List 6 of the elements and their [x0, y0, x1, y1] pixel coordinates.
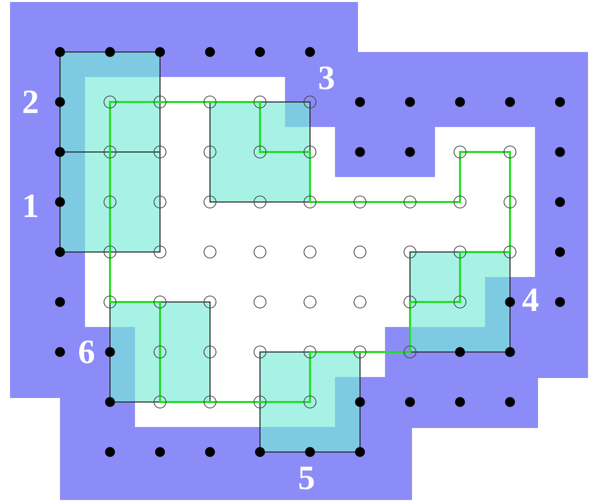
callout-number: 5: [298, 462, 315, 496]
callout-number: 2: [22, 86, 39, 120]
callout-number: 4: [522, 284, 539, 318]
callout-number: 3: [318, 62, 335, 96]
callout-number: 6: [78, 336, 95, 370]
callout-number: 1: [22, 190, 39, 224]
